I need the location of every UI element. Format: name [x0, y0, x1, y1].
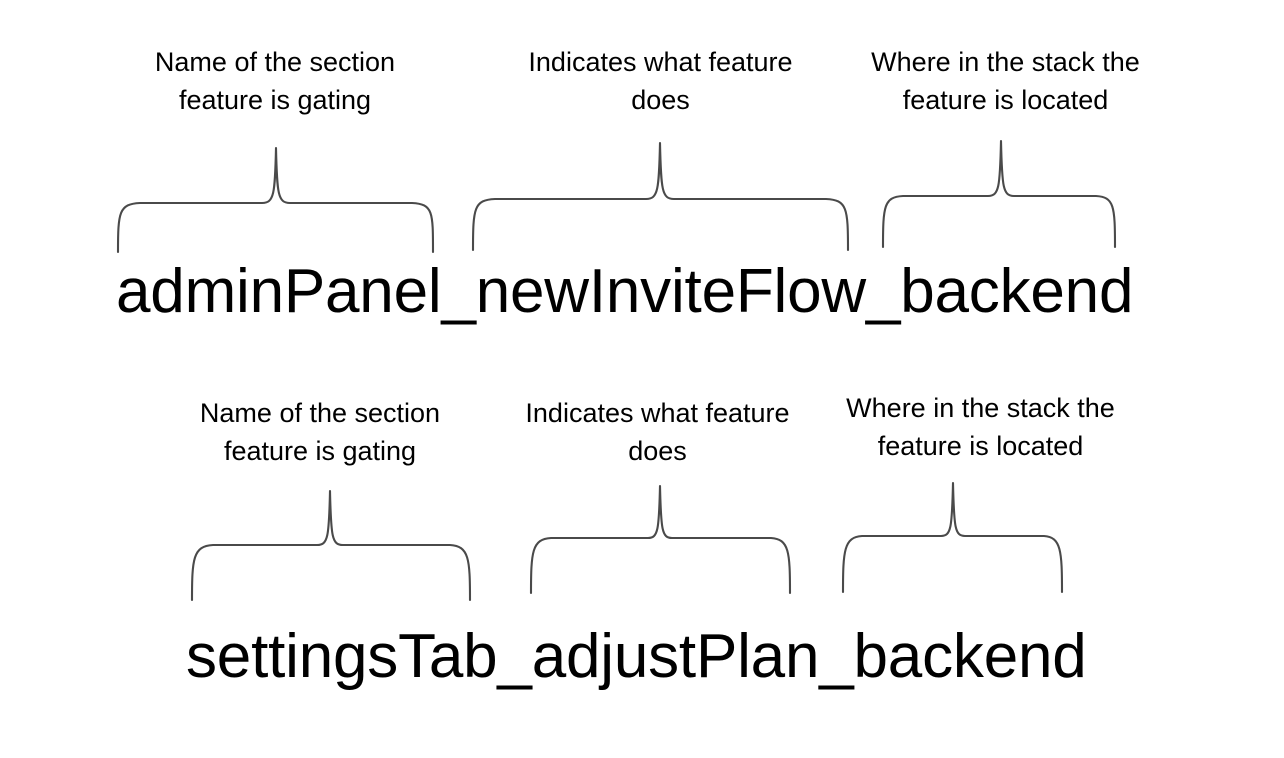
flag-name-row2: settingsTab_adjustPlan_backend — [186, 622, 1087, 691]
brace-row2-layer — [841, 481, 1064, 594]
annotation-row1-section: Name of the section feature is gating — [154, 47, 396, 116]
flag-name-row1: adminPanel_newInviteFlow_backend — [116, 257, 1134, 326]
brace-row1-section — [116, 146, 435, 254]
annotation-row2-behavior: Indicates what feature does — [525, 398, 790, 467]
brace-row1-behavior — [471, 141, 850, 252]
annotation-row2-section: Name of the section feature is gating — [199, 398, 441, 467]
brace-row1-layer — [881, 139, 1117, 249]
annotation-row1-behavior: Indicates what feature does — [528, 47, 793, 116]
annotation-row1-layer: Where in the stack the feature is locate… — [871, 47, 1140, 116]
brace-row2-behavior — [529, 484, 792, 595]
annotation-row2-layer: Where in the stack the feature is locate… — [846, 393, 1115, 462]
brace-row2-section — [190, 489, 472, 602]
